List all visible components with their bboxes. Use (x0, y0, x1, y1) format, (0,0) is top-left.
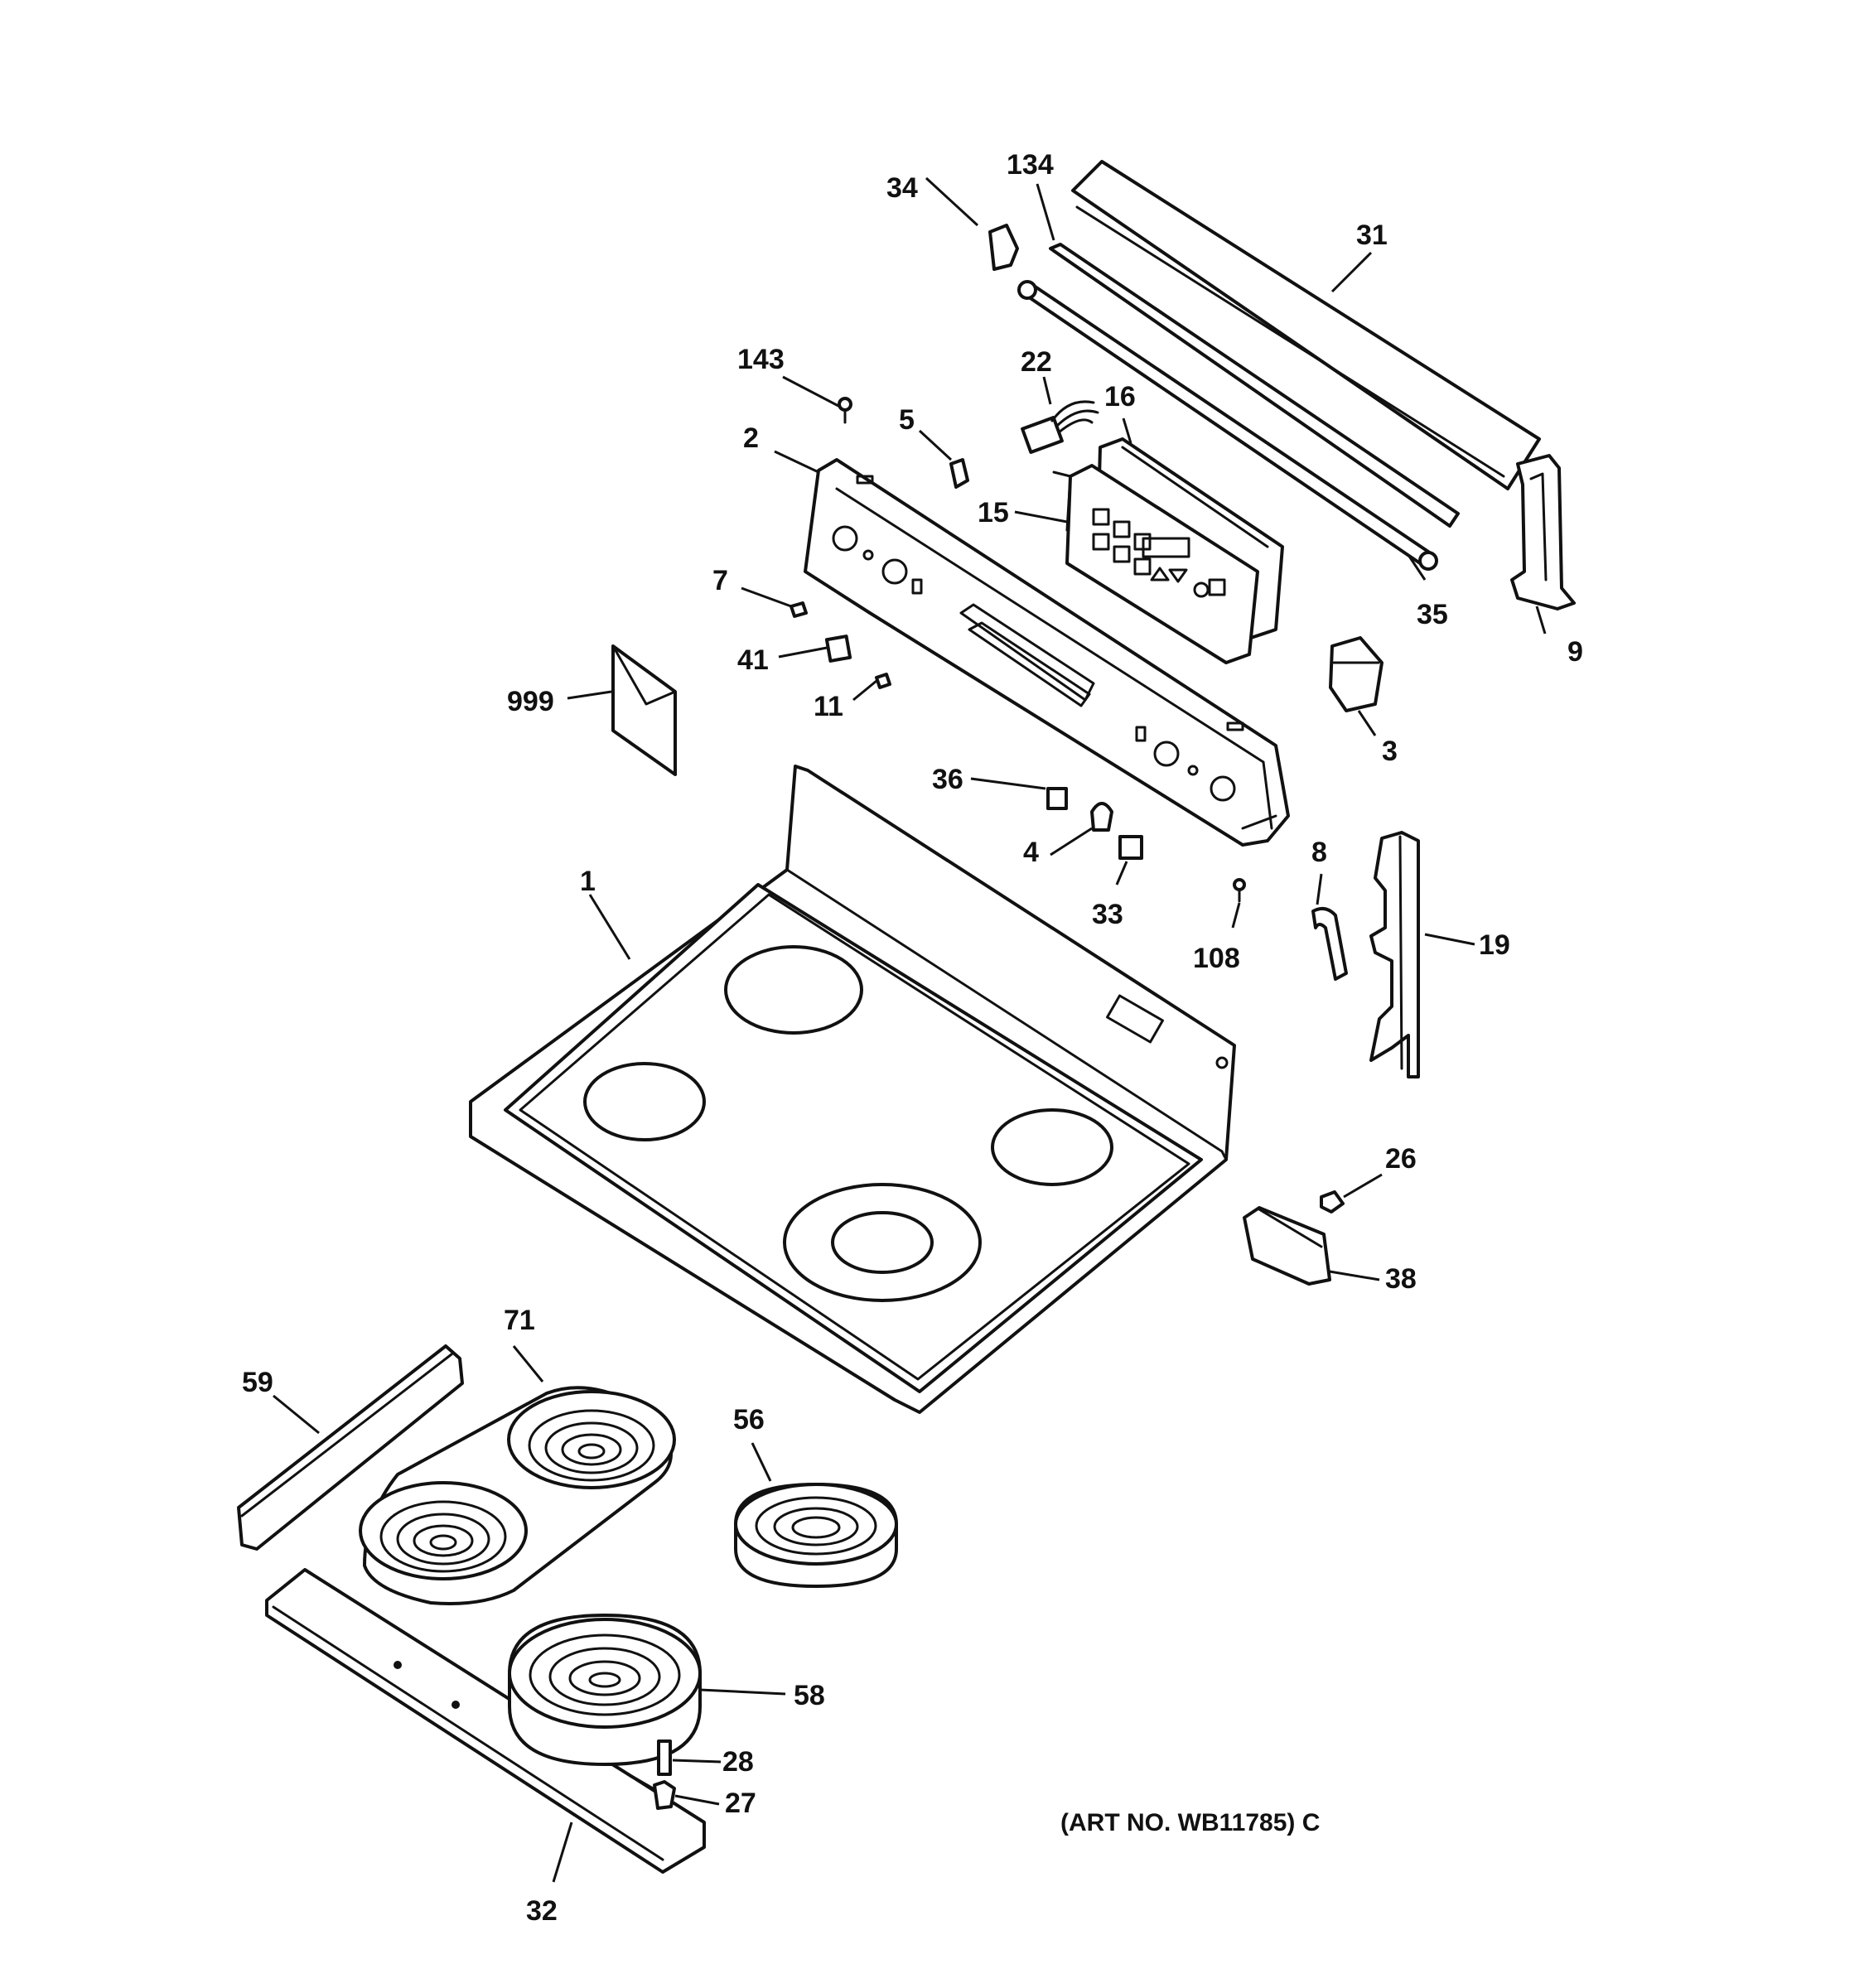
callout-11: 11 (814, 691, 843, 722)
callout-2: 2 (743, 422, 759, 454)
part-33-switch (1118, 835, 1143, 860)
leader-lines (273, 176, 1547, 1883)
part-26-knob (1320, 1190, 1345, 1214)
callout-9: 9 (1567, 636, 1583, 668)
callout-71: 71 (504, 1305, 535, 1336)
callout-26: 26 (1385, 1143, 1417, 1175)
part-38-bracket (1243, 1206, 1331, 1286)
part-4-knob (1090, 802, 1113, 832)
callout-58: 58 (794, 1680, 825, 1711)
part-143-screw (838, 397, 852, 424)
callout-19: 19 (1479, 929, 1510, 961)
art-number: (ART NO. WB11785) C (1060, 1809, 1320, 1836)
part-1-cooktop (469, 765, 1236, 1414)
part-19-side-bracket (1369, 831, 1420, 1078)
part-36-switch (1046, 787, 1068, 810)
callout-38: 38 (1385, 1263, 1417, 1295)
part-27-fitting (653, 1780, 676, 1810)
part-71-burner-pan (359, 1386, 676, 1605)
callout-33: 33 (1092, 899, 1123, 930)
part-9-end-cap (1510, 454, 1576, 610)
part-11-plug (875, 673, 891, 689)
callout-22: 22 (1021, 346, 1052, 378)
part-3-switch (1329, 636, 1384, 712)
callout-32: 32 (526, 1895, 558, 1927)
callout-56: 56 (733, 1404, 765, 1436)
callout-1: 1 (580, 866, 596, 897)
part-34-bracket (988, 224, 1019, 271)
part-5-clip (949, 458, 969, 489)
callout-35: 35 (1417, 599, 1448, 630)
part-8-bracket (1311, 906, 1348, 981)
callout-36: 36 (932, 764, 963, 795)
callout-59: 59 (242, 1367, 273, 1398)
callout-labels: 34 134 31 22 16 15 35 9 143 5 2 7 41 11 … (242, 149, 1583, 1927)
callout-34: 34 (886, 172, 918, 204)
callout-31: 31 (1356, 220, 1388, 251)
part-58-surface-unit (508, 1614, 702, 1766)
callout-108: 108 (1193, 943, 1240, 974)
part-999-envelope (611, 644, 677, 776)
part-2-backsplash-panel (804, 458, 1290, 847)
callout-27: 27 (725, 1788, 756, 1819)
part-28-screw (657, 1740, 672, 1776)
part-108-screw (1233, 878, 1246, 903)
callout-3: 3 (1382, 736, 1398, 767)
part-15-control-overlay (1052, 464, 1259, 664)
callout-134: 134 (1007, 149, 1054, 181)
part-7-plug (790, 601, 808, 618)
part-35-tube (1017, 280, 1438, 571)
part-41-switch (824, 635, 852, 663)
part-56-surface-unit (734, 1483, 898, 1588)
part-134-strip (1049, 243, 1460, 528)
callout-8: 8 (1311, 837, 1327, 868)
callout-143: 143 (737, 344, 785, 375)
callout-5: 5 (899, 404, 915, 436)
callout-999: 999 (507, 686, 554, 717)
callout-28: 28 (722, 1746, 754, 1778)
part-59-support-bar (237, 1344, 464, 1551)
part-32-support-bar (265, 1568, 706, 1874)
callout-16: 16 (1104, 381, 1136, 413)
callout-4: 4 (1023, 837, 1039, 868)
callout-41: 41 (737, 644, 769, 676)
part-31-trim-cap (1071, 160, 1541, 490)
callout-15: 15 (978, 497, 1009, 528)
part-22-wire-harness (1021, 400, 1099, 454)
callout-7: 7 (712, 565, 728, 596)
